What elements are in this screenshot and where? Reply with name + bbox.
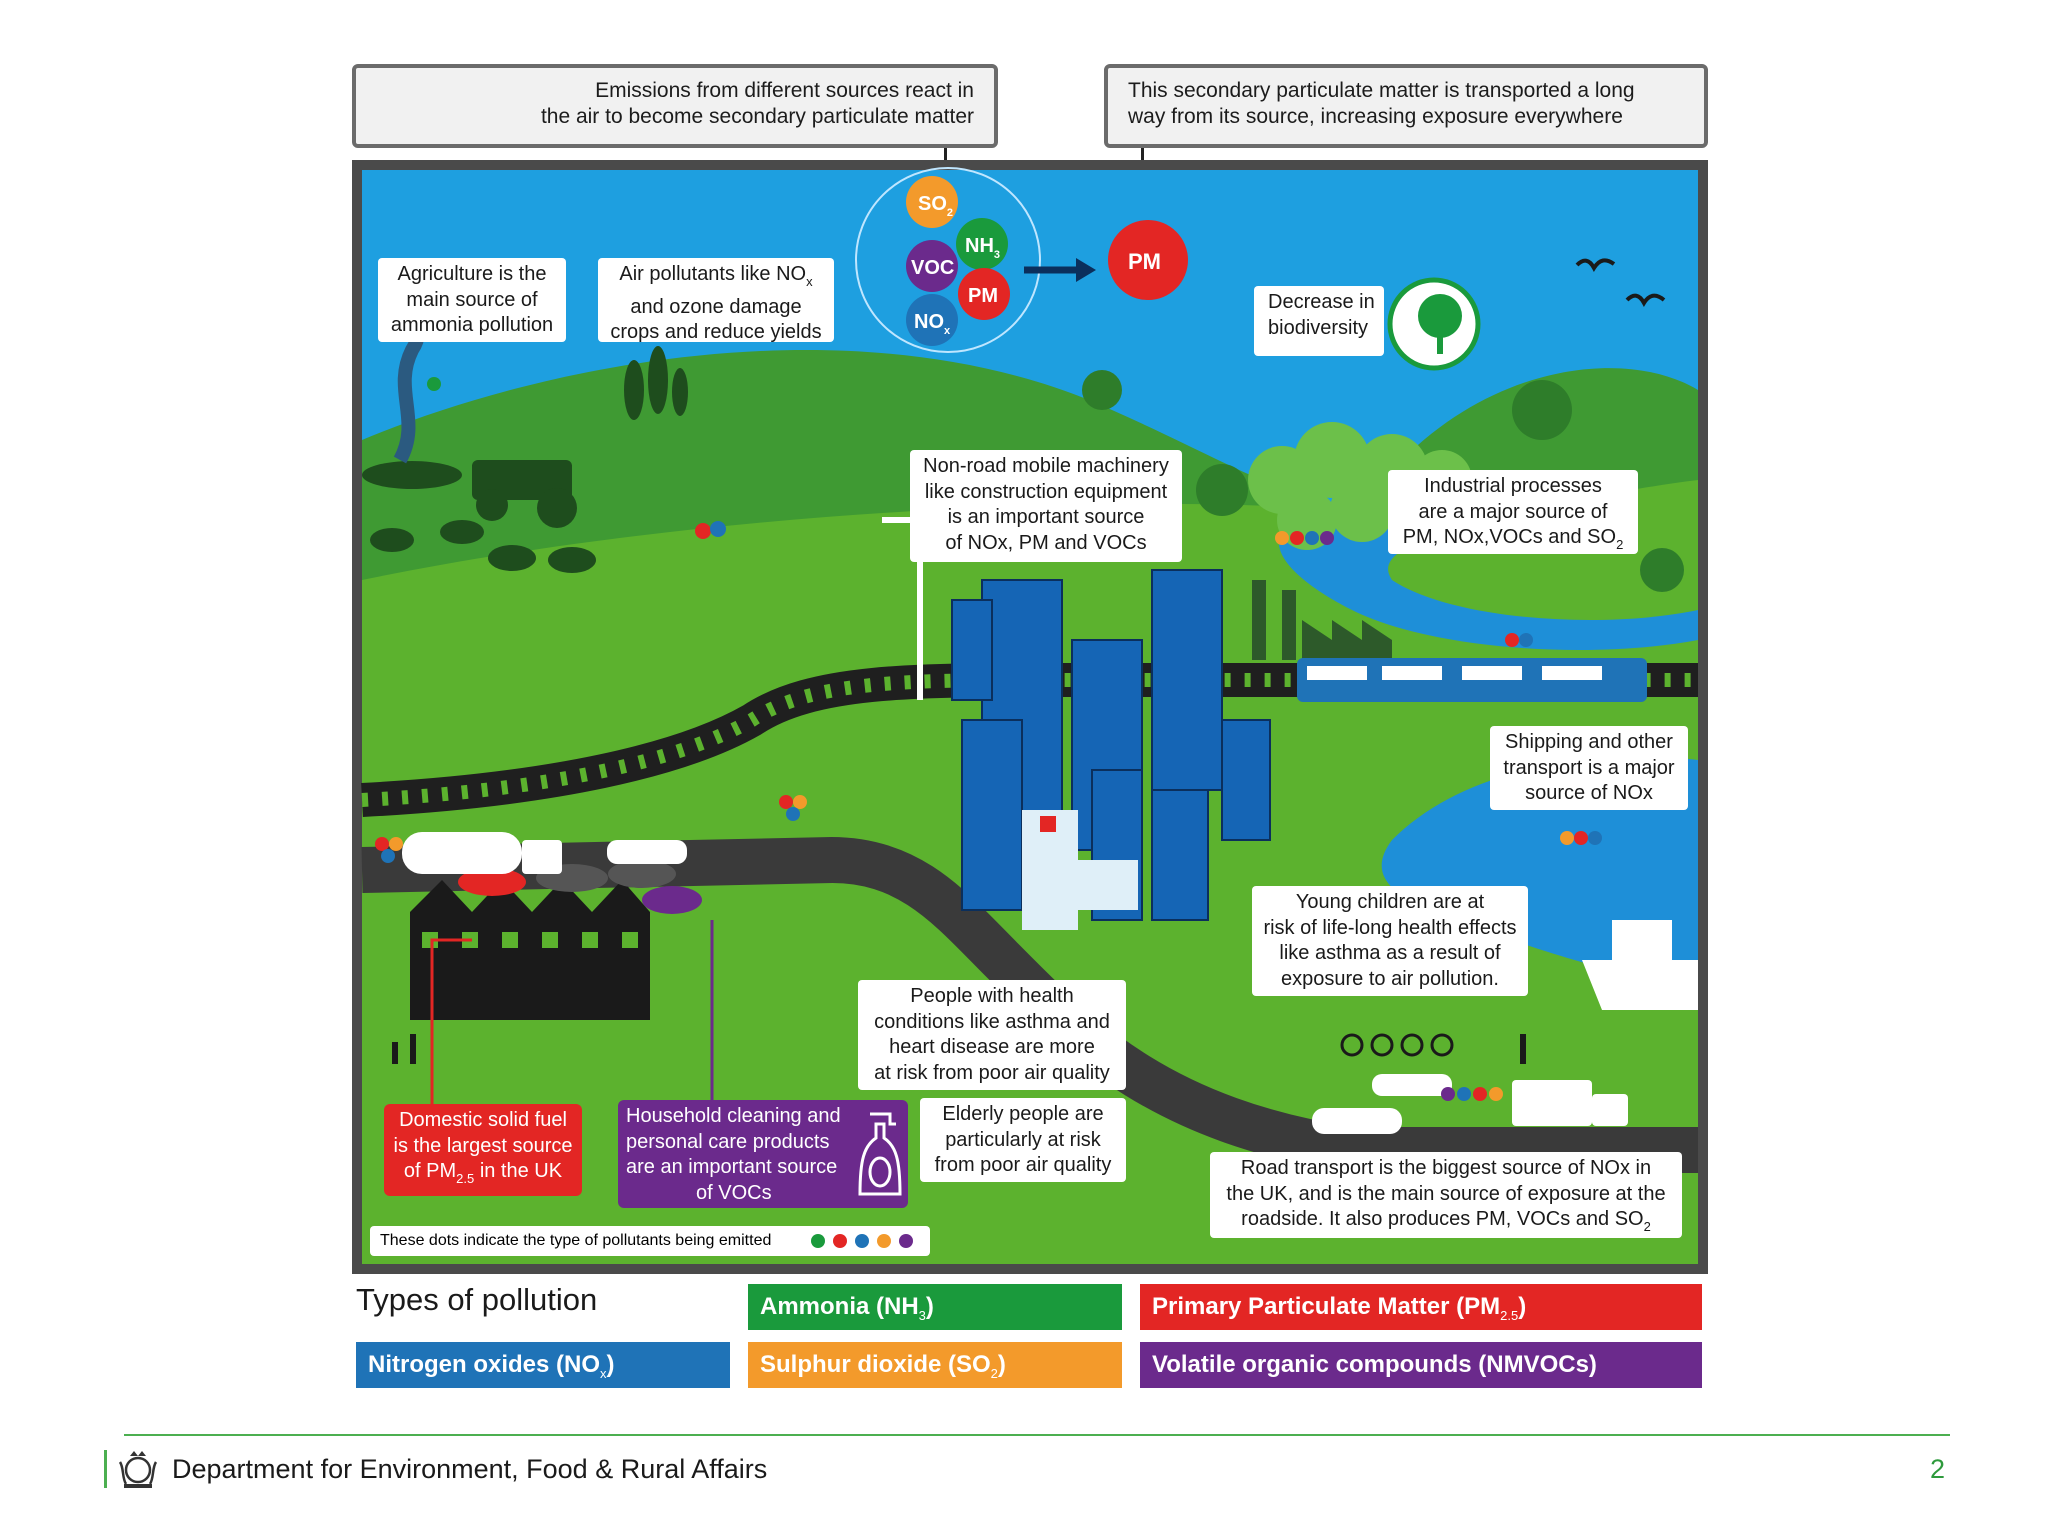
smoke-purple	[642, 886, 702, 914]
voc-bubble: VOC	[906, 240, 958, 292]
footer-accent-bar	[104, 1450, 107, 1488]
farm-tractor	[362, 460, 577, 528]
note-secondary-formation: Emissions from different sources react i…	[352, 64, 998, 148]
svg-text:NOx: NOx	[914, 311, 951, 337]
callout-domestic-fuel: Domestic solid fuel is the largest sourc…	[384, 1104, 582, 1196]
people-figures	[392, 1034, 1526, 1064]
svg-text:NH3: NH3	[965, 235, 1000, 261]
legend-vocs: Volatile organic compounds (NMVOCs)	[1140, 1342, 1702, 1388]
callout-machinery: Non-road mobile machinery like construct…	[910, 450, 1182, 562]
callout-shipping: Shipping and other transport is a major …	[1490, 726, 1688, 810]
pollutant-dots-icon	[811, 1234, 913, 1248]
bird	[1575, 258, 1616, 273]
callout-health-conditions: People with health conditions like asthm…	[858, 980, 1126, 1090]
cyclists	[1340, 1033, 1454, 1057]
note-line: Emissions from different sources react i…	[595, 79, 974, 102]
secondary-pm-cloud: PM	[1108, 220, 1188, 300]
footer-department: Department for Environment, Food & Rural…	[172, 1454, 768, 1484]
smoke-red	[458, 868, 526, 896]
callout-industrial: Industrial processes are a major source …	[1388, 470, 1638, 554]
callout-children: Young children are at risk of life-long …	[1252, 886, 1528, 996]
svg-text:VOC: VOC	[911, 257, 954, 279]
cars-road	[1312, 1074, 1452, 1134]
car	[607, 840, 687, 864]
emission-dots	[375, 377, 1602, 1101]
callout-agriculture: Agriculture is the main source of ammoni…	[378, 258, 566, 342]
tanker-truck	[402, 832, 562, 874]
callout-biodiversity: Decrease in biodiversity	[1254, 286, 1384, 356]
callout-crops: Air pollutants like NOx and ozone damage…	[598, 258, 834, 343]
svg-text:PM: PM	[1128, 249, 1161, 274]
legend-nitrogen-oxides: Nitrogen oxides (NOx)	[356, 1342, 730, 1388]
legend-sulphur-dioxide: Sulphur dioxide (SO2)	[748, 1342, 1122, 1388]
domestic-source-line	[430, 938, 472, 1160]
legend-title: Types of pollution	[356, 1282, 598, 1317]
bird	[1625, 293, 1666, 308]
callout-elderly: Elderly people are particularly at risk …	[920, 1098, 1126, 1182]
svg-text:PM: PM	[968, 285, 998, 307]
hospital	[1022, 810, 1138, 930]
cows	[370, 520, 596, 573]
note-secondary-transport: This secondary particulate matter is tra…	[1104, 64, 1708, 148]
nox-bubble: NOx	[906, 294, 958, 346]
delivery-van	[1512, 1080, 1628, 1126]
note-line: This secondary particulate matter is tra…	[1128, 79, 1635, 102]
factory	[1252, 580, 1392, 660]
spray-bottle-icon	[858, 1112, 902, 1196]
river	[1278, 500, 1698, 650]
legend-ammonia: Ammonia (NH3)	[748, 1284, 1122, 1330]
footer-rule	[124, 1434, 1950, 1436]
ship	[1582, 920, 1698, 1010]
callout-road-transport: Road transport is the biggest source of …	[1210, 1152, 1682, 1238]
biodiversity-icon	[1387, 277, 1481, 371]
note-line: way from its source, increasing exposure…	[1128, 105, 1623, 128]
page-number: 2	[1930, 1454, 1946, 1484]
city-buildings	[951, 569, 1271, 921]
crop-trees	[624, 346, 688, 420]
pm-bubble: PM	[958, 268, 1010, 320]
callout-household: Household cleaning and personal care pro…	[618, 1100, 908, 1208]
reaction-zone	[855, 167, 1041, 353]
royal-crest-icon	[118, 1451, 158, 1488]
note-line: the air to become secondary particulate …	[540, 105, 974, 128]
legend-primary-pm: Primary Particulate Matter (PM2.5)	[1140, 1284, 1702, 1330]
smoke-grey	[608, 860, 676, 888]
nh3-bubble: NH3	[956, 218, 1008, 270]
dots-legend-note: These dots indicate the type of pollutan…	[370, 1226, 930, 1256]
so2-bubble: SO2	[906, 176, 958, 228]
terraced-houses	[410, 880, 650, 1020]
svg-text:SO2: SO2	[918, 193, 953, 219]
train	[1297, 658, 1647, 702]
